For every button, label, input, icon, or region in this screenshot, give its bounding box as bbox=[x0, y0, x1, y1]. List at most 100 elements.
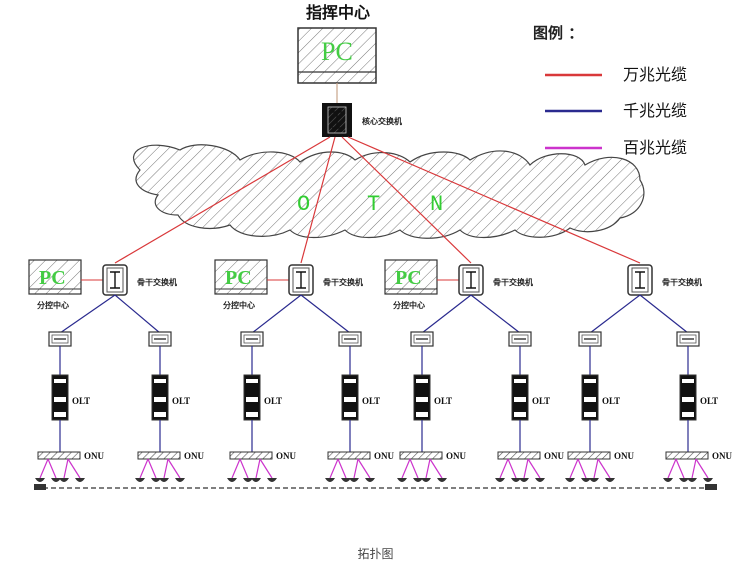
cloud-letter-o: O bbox=[297, 192, 310, 217]
branch-4: 骨干交换机 OLT ONU OLT ONU bbox=[565, 264, 733, 482]
backbone-switch-label: 骨干交换机 bbox=[662, 277, 702, 287]
core-switch-label: 核心交换机 bbox=[362, 116, 402, 126]
core-switch bbox=[322, 103, 352, 137]
camera-terminal-icon bbox=[59, 478, 69, 482]
camera-terminal-icon bbox=[413, 478, 423, 482]
olt-label: OLT bbox=[602, 396, 620, 406]
camera-terminal-icon bbox=[581, 478, 591, 482]
olt-device bbox=[341, 374, 359, 421]
camera-terminal-icon bbox=[325, 478, 335, 482]
sub-center-pc-label: PC bbox=[225, 267, 252, 289]
onu-device bbox=[497, 451, 541, 460]
backbone-switch bbox=[288, 264, 314, 296]
camera-terminal-icon bbox=[495, 478, 505, 482]
camera-terminal-icon bbox=[51, 478, 61, 482]
camera-terminal-icon bbox=[519, 478, 529, 482]
sub-center-pc: PC bbox=[28, 259, 82, 295]
onu-label: ONU bbox=[446, 451, 467, 461]
olt-device bbox=[413, 374, 431, 421]
olt-label: OLT bbox=[362, 396, 380, 406]
camera-terminal-icon bbox=[421, 478, 431, 482]
camera-terminal-icon bbox=[589, 478, 599, 482]
figure-caption: 拓扑图 bbox=[357, 547, 394, 561]
onu-label: ONU bbox=[84, 451, 105, 461]
branches: PC 分控中心 骨干交换机 OLT ONU OLT ONU PC 分控中心 骨干交换机 OLT ONU… bbox=[28, 259, 733, 482]
access-chain: OLT ONU bbox=[300, 294, 395, 482]
access-chain: OLT ONU bbox=[639, 294, 733, 482]
camera-terminal-icon bbox=[605, 478, 615, 482]
backbone-switch bbox=[627, 264, 653, 296]
sub-center-pc: PC bbox=[214, 259, 268, 295]
onu-device bbox=[37, 451, 81, 460]
backbone-switch-label: 骨干交换机 bbox=[137, 277, 177, 287]
onu-device bbox=[399, 451, 443, 460]
olt-label: OLT bbox=[72, 396, 90, 406]
camera-terminal-icon bbox=[437, 478, 447, 482]
legend-label-10g: 万兆光缆 bbox=[623, 65, 687, 84]
backbone-switch-label: 骨干交换机 bbox=[493, 277, 533, 287]
sub-center-label: 分控中心 bbox=[393, 300, 425, 310]
camera-terminal-icon bbox=[365, 478, 375, 482]
ground-end-right bbox=[705, 484, 717, 490]
camera-terminal-icon bbox=[565, 478, 575, 482]
sub-center-label: 分控中心 bbox=[37, 300, 69, 310]
command-center-title: 指挥中心 bbox=[306, 3, 370, 22]
olt-label: OLT bbox=[700, 396, 718, 406]
olt-device bbox=[581, 374, 599, 421]
camera-terminal-icon bbox=[159, 478, 169, 482]
onu-device bbox=[665, 451, 709, 460]
access-chain: OLT ONU bbox=[227, 294, 302, 482]
camera-terminal-icon bbox=[227, 478, 237, 482]
onu-label: ONU bbox=[374, 451, 395, 461]
legend: 图例 ： 万兆光缆 千兆光缆 百兆光缆 bbox=[533, 24, 687, 157]
camera-terminal-icon bbox=[397, 478, 407, 482]
camera-terminal-icon bbox=[243, 478, 253, 482]
ground-end-left bbox=[34, 484, 46, 490]
cloud-letter-t: T bbox=[367, 192, 380, 217]
sub-center-pc-label: PC bbox=[39, 267, 66, 289]
camera-terminal-icon bbox=[511, 478, 521, 482]
onu-device bbox=[137, 451, 181, 460]
backbone-switch bbox=[102, 264, 128, 296]
camera-terminal-icon bbox=[679, 478, 689, 482]
access-chain: OLT ONU bbox=[35, 294, 116, 482]
onu-label: ONU bbox=[184, 451, 205, 461]
camera-terminal-icon bbox=[175, 478, 185, 482]
camera-terminal-icon bbox=[151, 478, 161, 482]
camera-terminal-icon bbox=[35, 478, 45, 482]
olt-label: OLT bbox=[532, 396, 550, 406]
camera-terminal-icon bbox=[251, 478, 261, 482]
onu-label: ONU bbox=[544, 451, 565, 461]
sub-center-pc: PC bbox=[384, 259, 438, 295]
camera-terminal-icon bbox=[703, 478, 713, 482]
onu-label: ONU bbox=[712, 451, 733, 461]
onu-device bbox=[567, 451, 611, 460]
camera-terminal-icon bbox=[267, 478, 277, 482]
camera-terminal-icon bbox=[535, 478, 545, 482]
access-chain: OLT ONU bbox=[470, 294, 565, 482]
backbone-switch bbox=[458, 264, 484, 296]
camera-terminal-icon bbox=[663, 478, 673, 482]
olt-device bbox=[51, 374, 69, 421]
legend-title: 图例 ： bbox=[533, 24, 583, 42]
camera-terminal-icon bbox=[687, 478, 697, 482]
center-pc-label: PC bbox=[321, 37, 353, 66]
sub-center-pc-label: PC bbox=[395, 267, 422, 289]
legend-label-100m: 百兆光缆 bbox=[623, 138, 687, 157]
olt-device bbox=[679, 374, 697, 421]
onu-label: ONU bbox=[276, 451, 297, 461]
camera-terminal-icon bbox=[75, 478, 85, 482]
onu-device bbox=[327, 451, 371, 460]
onu-label: ONU bbox=[614, 451, 635, 461]
cloud-letter-n: N bbox=[430, 192, 443, 217]
olt-label: OLT bbox=[264, 396, 282, 406]
olt-device bbox=[511, 374, 529, 421]
legend-label-1g: 千兆光缆 bbox=[623, 101, 687, 120]
camera-terminal-icon bbox=[135, 478, 145, 482]
camera-terminal-icon bbox=[341, 478, 351, 482]
